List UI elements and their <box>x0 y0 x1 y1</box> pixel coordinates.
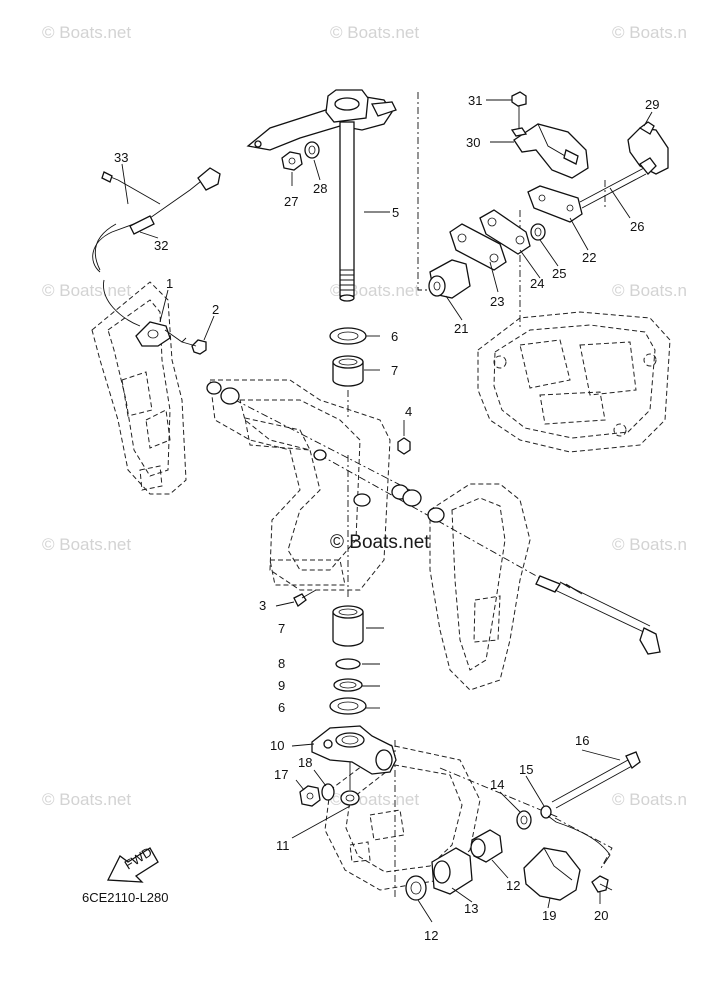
lower-bushing-stack <box>329 605 367 715</box>
callout-15: 15 <box>519 762 533 777</box>
callout-23: 23 <box>490 294 504 309</box>
callout-1: 1 <box>166 276 173 291</box>
callout-11: 11 <box>276 838 290 853</box>
callout-12: 12 <box>506 878 520 893</box>
callout-4: 4 <box>405 404 412 419</box>
plate-22 <box>527 185 583 223</box>
watermark: © Boats.net <box>42 281 131 300</box>
plate-23 <box>449 223 507 271</box>
swivel-spacers <box>206 381 445 523</box>
bracket-29-bolt-26 <box>579 121 669 209</box>
callout-7: 7 <box>391 363 398 378</box>
lower-bracket-part <box>311 725 397 790</box>
callout-2: 2 <box>212 302 219 317</box>
steering-arm-part <box>246 89 397 302</box>
fwd-arrow-icon: FWD <box>106 844 159 883</box>
callout-5: 5 <box>392 205 399 220</box>
callout-numbers: 1 2 3 4 5 6 7 8 9 10 11 12 13 14 15 16 1… <box>114 93 659 943</box>
cover-30 <box>513 123 589 179</box>
callout-30: 30 <box>466 135 480 150</box>
callout-3: 3 <box>259 598 266 613</box>
right-clamp-bracket-phantom <box>429 483 531 691</box>
callout-20: 20 <box>594 908 608 923</box>
callout-10: 10 <box>270 738 284 753</box>
watermark: © Boats.n <box>612 790 687 809</box>
upper-bushing-set <box>329 327 367 387</box>
watermarks: © Boats.net © Boats.net © Boats.n © Boat… <box>42 23 687 809</box>
callout-25: 25 <box>552 266 566 281</box>
watermark: © Boats.n <box>612 281 687 300</box>
callout-19: 19 <box>542 908 556 923</box>
watermark: © Boats.n <box>612 535 687 554</box>
ground-lead-left <box>94 223 207 355</box>
watermark-center: © Boats.net <box>330 532 430 553</box>
lower-nut-washer <box>299 783 360 807</box>
callout-28: 28 <box>313 181 327 196</box>
swivel-bracket-phantom <box>209 379 391 591</box>
diagram-code: 6CE2110-L280 <box>82 890 169 905</box>
watermark: © Boats.net <box>330 23 419 42</box>
through-bolt-right <box>535 575 661 655</box>
callout-32: 32 <box>154 238 168 253</box>
callout-6-lower: 6 <box>278 700 285 715</box>
left-clamp-bracket-phantom <box>91 281 187 495</box>
watermark: © Boats.n <box>612 23 687 42</box>
lower-mount-rubbers <box>405 829 503 901</box>
callout-14: 14 <box>490 777 504 792</box>
watermark: © Boats.net <box>42 535 131 554</box>
callout-22: 22 <box>582 250 596 265</box>
watermark: © Boats.net <box>42 23 131 42</box>
bolt-16 <box>551 751 641 809</box>
callout-24: 24 <box>530 276 544 291</box>
plate-24 <box>479 209 531 255</box>
callout-33: 33 <box>114 150 128 165</box>
callout-31: 31 <box>468 93 482 108</box>
callout-16: 16 <box>575 733 589 748</box>
callout-26: 26 <box>630 219 644 234</box>
bolt-31 <box>510 91 528 137</box>
watermark: © Boats.net <box>42 790 131 809</box>
callout-9: 9 <box>278 678 285 693</box>
callout-29: 29 <box>645 97 659 112</box>
callout-13: 13 <box>464 901 478 916</box>
cable-assembly <box>92 167 221 273</box>
callout-27: 27 <box>284 194 298 209</box>
callout-21: 21 <box>454 321 468 336</box>
upper-mount-phantom <box>477 311 671 453</box>
callout-8: 8 <box>278 656 285 671</box>
callout-7-lower: 7 <box>278 621 285 636</box>
callout-17: 17 <box>274 767 288 782</box>
nut-washer-top <box>281 141 320 171</box>
nut-4 <box>397 437 411 455</box>
washer-25 <box>530 223 546 241</box>
callout-18: 18 <box>298 755 312 770</box>
callout-12-lower: 12 <box>424 928 438 943</box>
leader-lines <box>121 99 653 923</box>
washer-14-lead-15 <box>516 805 611 865</box>
lower-mount-phantom <box>324 744 481 891</box>
mount-rubber-21 <box>428 259 471 299</box>
bolt-3 <box>293 589 317 607</box>
callout-6: 6 <box>391 329 398 344</box>
cover-19-bolt-20 <box>523 847 613 901</box>
